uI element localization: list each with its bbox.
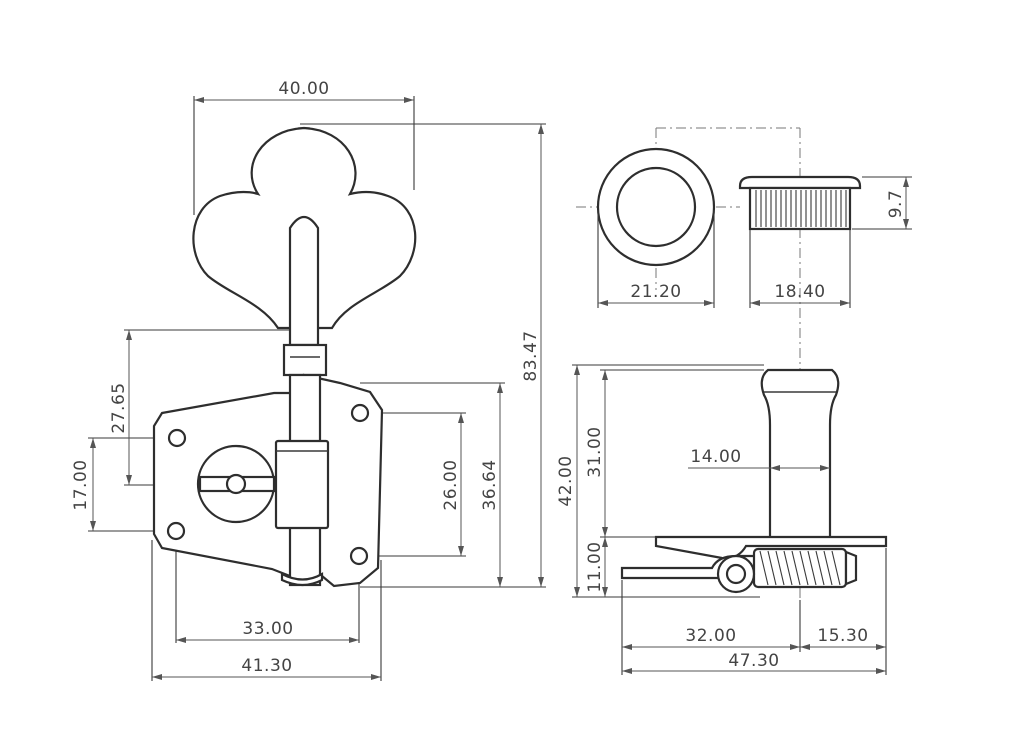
dim-plate-height: 36.64 — [480, 459, 500, 510]
dim-bushing-height: 9.7 — [886, 190, 906, 219]
worm-gear — [752, 547, 848, 589]
dim-bushing-diameter: 21.20 — [630, 282, 681, 302]
dim-hole-spacing-right: 26.00 — [441, 459, 461, 510]
screw-hole — [350, 403, 370, 423]
dim-post-height: 31.00 — [585, 426, 605, 477]
screw-hole — [349, 546, 369, 566]
bushing-side — [738, 175, 862, 190]
dim-plate-width: 41.30 — [241, 656, 292, 676]
dim-gear-offset: 15.30 — [817, 626, 868, 646]
worm-housing — [274, 439, 330, 530]
side-view: 42.00 31.00 11.00 14.00 32.00 15.30 47.3… — [556, 364, 888, 675]
string-post — [760, 368, 840, 542]
dim-post-diameter: 14.00 — [690, 447, 741, 467]
dim-hole-spacing-left: 17.00 — [71, 459, 91, 510]
dim-hole-spacing-bottom: 33.00 — [242, 619, 293, 639]
dim-post-total-height: 42.00 — [556, 455, 576, 506]
dim-head-width: 40.00 — [278, 79, 329, 99]
dim-base-length: 32.00 — [685, 626, 736, 646]
front-view: 40.00 83.47 27.65 17.00 26.00 36.64 33.0… — [71, 79, 546, 681]
dim-overall-height: 83.47 — [521, 330, 541, 381]
screw-hole — [167, 428, 187, 448]
dim-shaft-offset: 27.65 — [109, 382, 129, 433]
dim-total-length: 47.30 — [728, 651, 779, 671]
screw-hole — [166, 521, 186, 541]
bushing-inner — [615, 166, 697, 248]
bushing-views: 21.20 18.40 9.7 — [576, 127, 912, 600]
dim-base-height: 11.00 — [585, 541, 605, 592]
dim-bushing-side-width: 18.40 — [774, 282, 825, 302]
